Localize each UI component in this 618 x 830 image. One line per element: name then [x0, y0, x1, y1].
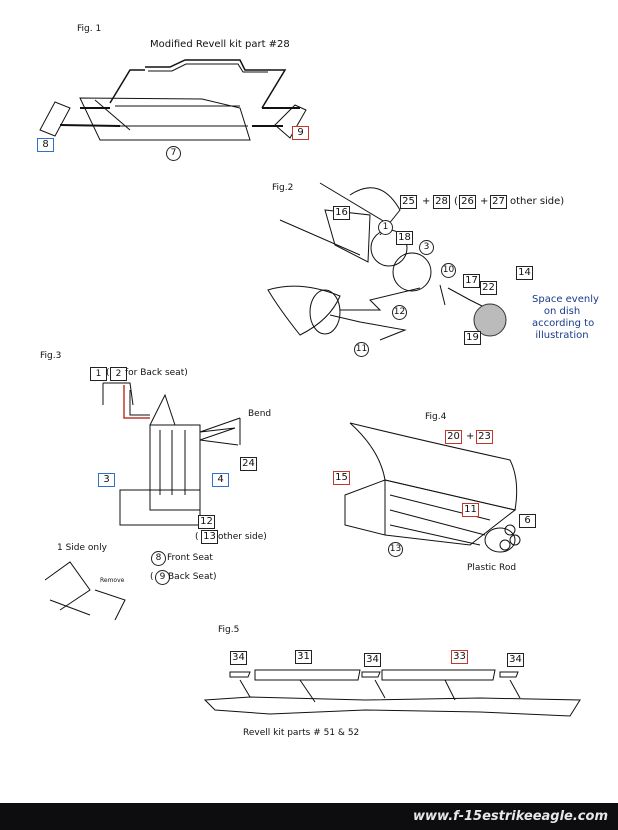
part-17-box: 17 — [463, 274, 480, 288]
part-11-circle: 11 — [354, 342, 369, 357]
fig1-title: Modified Revell kit part #28 — [150, 39, 290, 50]
other-side-text: other side) — [218, 532, 267, 542]
back-seat-text: Back Seat) — [168, 572, 217, 582]
part-31-box: 31 — [295, 650, 312, 664]
side-only-text: 1 Side only — [57, 543, 107, 553]
part-33-box: 33 — [451, 650, 468, 664]
part-34-box: 34 — [364, 653, 381, 667]
fig5-caption: Revell kit parts # 51 & 52 — [243, 728, 360, 738]
dish-note: Space evenly on dish according to illust… — [532, 294, 599, 342]
part-23-box: 23 — [476, 430, 493, 444]
part-13-circle: 13 — [388, 542, 403, 557]
part-8-box: 8 — [37, 138, 54, 152]
dish-note-line: Space evenly — [532, 294, 599, 305]
footer-bar: www.f-15estrikeeagle.com — [0, 803, 618, 830]
dish-note-line: according to — [532, 318, 595, 329]
part-12-circle: 12 — [392, 305, 407, 320]
part-4-box: 4 — [212, 473, 229, 487]
part-9-box: 9 — [292, 126, 309, 140]
part-26-box: 26 — [459, 195, 476, 209]
other-side-text: other side) — [510, 196, 565, 207]
part-18-box: 18 — [396, 231, 413, 245]
fig2-label: Fig.2 — [272, 183, 294, 193]
fig4-label: Fig.4 — [425, 412, 447, 422]
dish-note-line: illustration — [535, 330, 589, 341]
part-11-box: 11 — [462, 503, 479, 517]
part-9-circle: 9 — [155, 570, 170, 585]
bend-label: Bend — [248, 409, 272, 419]
fig3-drawing — [44, 382, 241, 621]
fig4-drawing — [344, 422, 521, 553]
part-27-box: 27 — [490, 195, 507, 209]
part-6-box: 6 — [519, 514, 536, 528]
plus: + — [466, 431, 475, 442]
part-22-box: 22 — [480, 281, 497, 295]
dish-note-line: on dish — [543, 306, 581, 317]
part-25-box: 25 — [400, 195, 417, 209]
paren: ( — [106, 368, 110, 378]
back-seat-text: for Back seat) — [125, 368, 188, 378]
paren: ( — [150, 572, 154, 582]
part-12-box: 12 — [198, 515, 215, 529]
part-2-box: 2 — [110, 367, 127, 381]
part-16-box: 16 — [333, 206, 350, 220]
part-20-box: 20 — [445, 430, 462, 444]
part-3-circle: 3 — [419, 240, 434, 255]
part-34-box: 34 — [507, 653, 524, 667]
plus: + — [480, 196, 489, 207]
part-1-box: 1 — [90, 367, 107, 381]
plastic-rod-label: Plastic Rod — [467, 563, 517, 573]
part-7-circle: 7 — [166, 146, 181, 161]
fig1-label: Fig. 1 — [77, 24, 102, 34]
part-8-circle: 8 — [151, 551, 166, 566]
remove-text: Remove — [100, 577, 125, 584]
website-url: www.f-15estrikeeagle.com — [413, 809, 608, 824]
part-28-box: 28 — [433, 195, 450, 209]
fig1-drawing — [39, 59, 307, 141]
part-15-box: 15 — [333, 471, 350, 485]
fig5-drawing — [203, 669, 581, 717]
paren: ( — [454, 196, 458, 207]
fig3-label: Fig.3 — [40, 351, 62, 361]
plus: + — [422, 196, 431, 207]
part-14-box: 14 — [516, 266, 533, 280]
front-seat-text: Front Seat — [167, 553, 213, 563]
part-3-box: 3 — [98, 473, 115, 487]
part-13-box: 13 — [201, 530, 218, 544]
fig2-drawing — [267, 182, 507, 341]
fig5-label: Fig.5 — [218, 625, 240, 635]
part-34-box: 34 — [230, 651, 247, 665]
part-10-circle: 10 — [441, 263, 456, 278]
part-1-circle: 1 — [378, 220, 393, 235]
part-24-box: 24 — [240, 457, 257, 471]
paren: ( — [195, 532, 199, 542]
part-19-box: 19 — [464, 331, 481, 345]
